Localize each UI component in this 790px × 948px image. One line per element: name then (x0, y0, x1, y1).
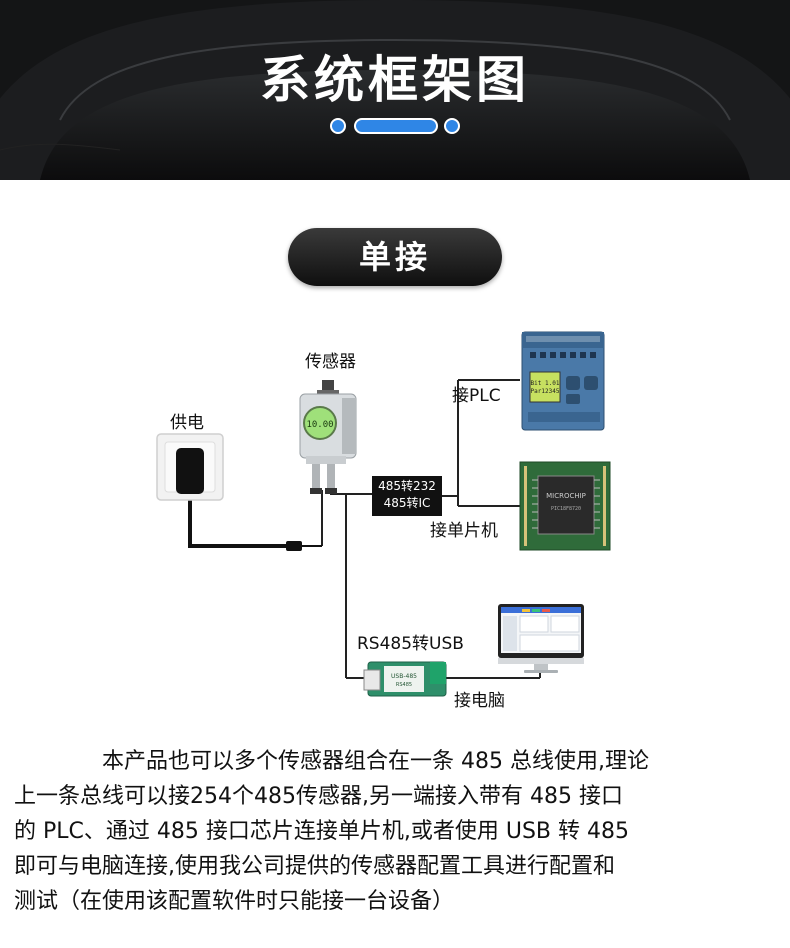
svg-text:Bit 1.01: Bit 1.01 (531, 380, 560, 387)
converter-label: RS485转USB (357, 634, 464, 654)
ic-box-line-1: 485转232 (378, 479, 436, 493)
svg-text:Par12345: Par12345 (531, 388, 560, 395)
page-title: 系统框架图 (260, 51, 530, 109)
sensor-label: 传感器 (305, 352, 356, 372)
section-label-pill: 单接 (288, 228, 502, 286)
svg-text:RS485: RS485 (396, 682, 412, 688)
ic-box-line-2: 485转IC (383, 496, 431, 510)
title-decoration (0, 118, 790, 136)
computer-monitor-icon (498, 604, 584, 673)
pc-label: 接电脑 (454, 691, 505, 711)
description-line: 本产品也可以多个传感器组合在一条 485 总线使用,理论 (102, 749, 649, 774)
power-label: 供电 (170, 413, 204, 433)
description-line: 上一条总线可以接254个485传感器,另一端接入带有 485 接口 (14, 784, 623, 809)
cable-connector (286, 541, 302, 551)
svg-text:USB-485: USB-485 (391, 673, 417, 680)
decoration-bar (354, 118, 438, 134)
sensor-device-icon: 10.00 (299, 380, 357, 494)
description-line: 测试（在使用该配置软件时只能接一台设备） (14, 889, 455, 914)
description-line: 的 PLC、通过 485 接口芯片连接单片机,或者使用 USB 转 485 (14, 819, 629, 844)
mcu-board-icon: MICROCHIP PIC18F8720 (519, 461, 611, 551)
svg-text:MICROCHIP: MICROCHIP (546, 492, 586, 500)
description-line: 即可与电脑连接,使用我公司提供的传感器配置工具进行配置和 (14, 854, 615, 879)
decoration-dot-right (444, 118, 460, 134)
header-banner: 系统框架图 (0, 0, 790, 180)
system-diagram: 10.00 Bit 1.01 Par12345 MICROCHIP PIC18F… (156, 331, 611, 697)
header-background-arcs (0, 0, 790, 180)
svg-text:10.00: 10.00 (306, 420, 333, 430)
power-cable (188, 498, 322, 548)
description-paragraph: 本产品也可以多个传感器组合在一条 485 总线使用,理论 上一条总线可以接254… (14, 744, 776, 919)
plc-label: 接PLC (452, 386, 501, 406)
power-socket-icon (156, 433, 224, 501)
interface-ic-box: 485转232 485转IC (372, 476, 442, 516)
decoration-dot-left (330, 118, 346, 134)
plc-device-icon: Bit 1.01 Par12345 (521, 331, 605, 431)
usb-converter-icon: USB-485 RS485 (363, 661, 447, 697)
svg-text:PIC18F8720: PIC18F8720 (551, 506, 581, 512)
mcu-label: 接单片机 (430, 521, 498, 541)
